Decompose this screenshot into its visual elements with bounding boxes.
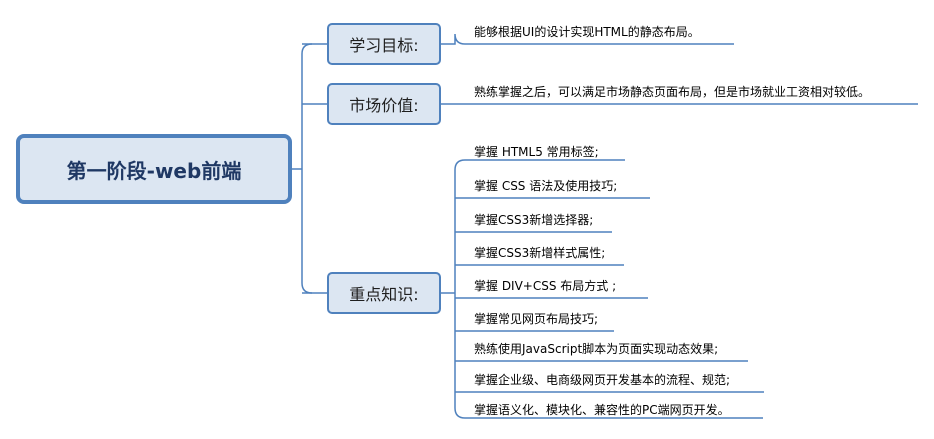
leaf-value[interactable]: 熟练掌握之后，可以满足市场静态页面布局，但是市场就业工资相对较低。 [474, 85, 871, 99]
branch-market-value[interactable]: 市场价值: [327, 83, 441, 125]
leaf-knowledge-2[interactable]: 掌握 CSS 语法及使用技巧; [474, 179, 618, 193]
leaf-knowledge-3[interactable]: 掌握CSS3新增选择器; [474, 213, 594, 227]
branch-spine [301, 43, 313, 294]
leaf-connector [441, 33, 734, 45]
leaf-knowledge-9[interactable]: 掌握语义化、模块化、兼容性的PC端网页开发。 [474, 403, 730, 417]
root-label: 第一阶段-web前端 [66, 158, 242, 183]
leaf-knowledge-6[interactable]: 掌握常见网页布局技巧; [474, 312, 599, 326]
leaf-knowledge-5[interactable]: 掌握 DIV+CSS 布局方式 ; [474, 279, 617, 293]
branch-label: 市场价值: [349, 96, 419, 115]
leaf-knowledge-8[interactable]: 掌握企业级、电商级网页开发基本的流程、规范; [474, 373, 731, 387]
leaf-goal[interactable]: 能够根据UI的设计实现HTML的静态布局。 [474, 25, 700, 39]
branch-learning-goal[interactable]: 学习目标: [327, 23, 441, 65]
leaf-knowledge-1[interactable]: 掌握 HTML5 常用标签; [474, 145, 599, 159]
knowledge-spine [454, 159, 466, 419]
root-node[interactable]: 第一阶段-web前端 [16, 134, 292, 204]
leaf-knowledge-7[interactable]: 熟练使用JavaScript脚本为页面实现动态效果; [474, 342, 719, 356]
leaf-knowledge-4[interactable]: 掌握CSS3新增样式属性; [474, 246, 606, 260]
branch-label: 重点知识: [349, 285, 419, 304]
branch-key-knowledge[interactable]: 重点知识: [327, 272, 441, 314]
branch-label: 学习目标: [349, 36, 419, 55]
